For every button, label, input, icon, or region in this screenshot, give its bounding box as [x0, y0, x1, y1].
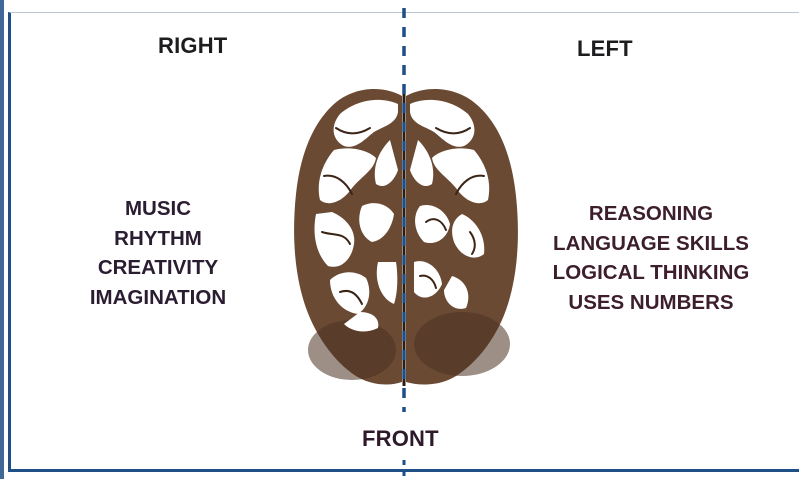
trait-item: IMAGINATION	[58, 283, 258, 313]
trait-item: USES NUMBERS	[538, 288, 764, 318]
right-hemisphere-traits: MUSIC RHYTHM CREATIVITY IMAGINATION	[58, 194, 258, 312]
trait-item: RHYTHM	[58, 224, 258, 254]
left-lobe-shade	[414, 312, 510, 376]
front-label: FRONT	[362, 426, 439, 452]
left-heading: LEFT	[577, 36, 633, 62]
right-heading: RIGHT	[158, 33, 227, 59]
trait-item: CREATIVITY	[58, 253, 258, 283]
trait-item: LOGICAL THINKING	[538, 258, 764, 288]
trait-item: MUSIC	[58, 194, 258, 224]
brain	[294, 89, 518, 386]
trait-item: LANGUAGE SKILLS	[538, 229, 764, 259]
left-hemisphere-traits: REASONING LANGUAGE SKILLS LOGICAL THINKI…	[538, 199, 764, 317]
trait-item: REASONING	[538, 199, 764, 229]
